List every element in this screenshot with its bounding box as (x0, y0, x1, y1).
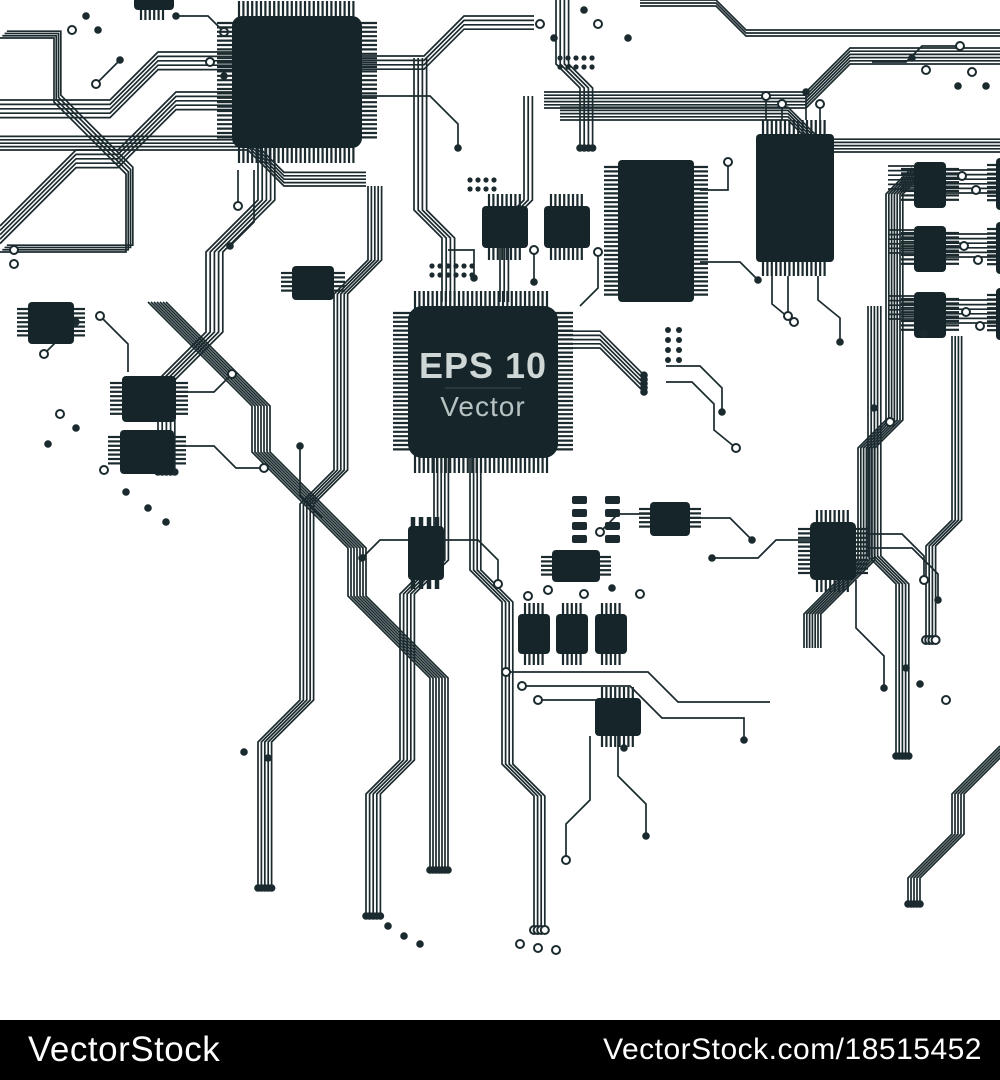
chip-edge-comb (996, 158, 1000, 210)
vectorstock-logo-text: VectorStock (28, 1030, 221, 1069)
chip-soic (122, 376, 176, 422)
chip-sop (595, 614, 627, 654)
chip-edge-chip (134, 0, 174, 10)
chip-sop (518, 614, 550, 654)
chip-qfp-center (408, 306, 558, 458)
chip-soic (28, 302, 74, 344)
chip-edge-comb (996, 288, 1000, 340)
chip-sop (556, 614, 588, 654)
chip-soic (914, 162, 946, 208)
watermark-chip-title: EPS 10 (419, 345, 547, 386)
chip-sop (544, 206, 590, 248)
chip-soic (552, 550, 600, 582)
chip-soic (120, 430, 174, 474)
chip-qfp-large (232, 16, 362, 148)
chip-smd (408, 526, 444, 580)
circuit-board-graphic: EPS 10 Vector (0, 0, 1000, 955)
watermark-chip-subtitle: Vector (440, 391, 525, 422)
watermark-footer-bar: VectorStock VectorStock.com/18515452 (0, 1020, 1000, 1080)
watermark-labels: EPS 10 Vector (419, 345, 547, 422)
chip-sop (595, 698, 641, 736)
vectorstock-url-text: VectorStock.com/18515452 (603, 1033, 982, 1066)
chip-soic (292, 266, 334, 300)
chip-soic (650, 502, 690, 536)
chip-edge-comb (996, 222, 1000, 274)
chip-soic (914, 226, 946, 272)
chip-soic (914, 292, 946, 338)
chip-qfp-small (810, 522, 856, 580)
chip-sop (482, 206, 528, 248)
chip-ic-wide (618, 160, 694, 302)
chip-ic-tall (756, 134, 834, 262)
circuit-art-layer (0, 0, 1000, 955)
